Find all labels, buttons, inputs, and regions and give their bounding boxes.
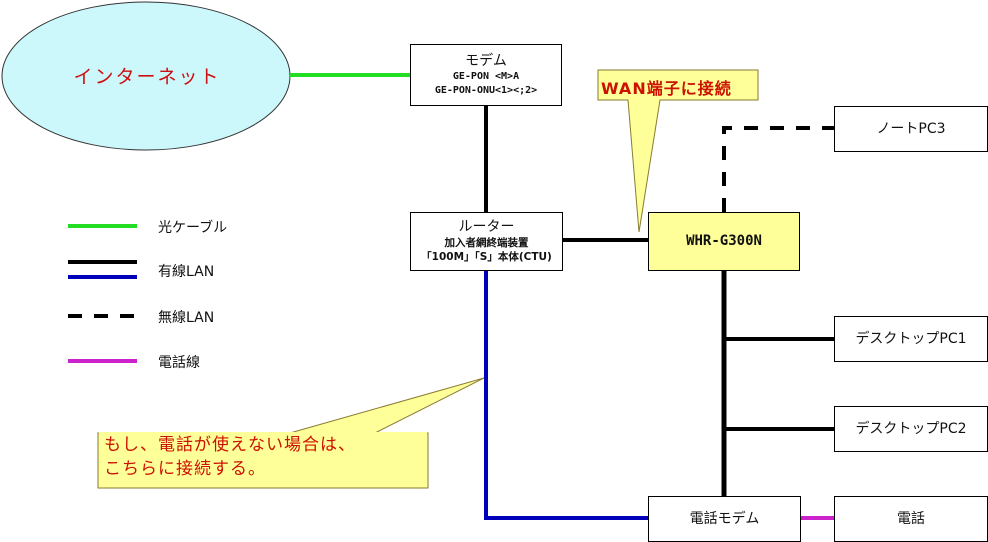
notebook-pc3-label: ノートPC3 [876,120,946,137]
router-desc-line2: 「100M」「S」本体(CTU) [421,251,552,263]
phone-label: 電話 [897,510,925,527]
wan-callout-shape [597,69,759,233]
wifi-router-label: WHR-G300N [686,233,762,249]
legend-label-fiber: 光ケーブル [158,220,228,236]
legend-label-wireless-lan: 無線LAN [158,310,215,326]
router-desc-line1: 加入者網終端装置 [444,237,529,249]
desktop-pc2-label: デスクトップPC2 [855,420,967,437]
note-callout-line2: こちらに接続する。 [104,459,266,479]
phone-modem-label: 電話モデム [689,510,760,527]
modem-model-line2: GE-PON-ONU<1><;2> [434,84,538,96]
router-title: ルーター [458,219,515,235]
wan-callout-text: WAN端子に接続 [601,79,732,98]
modem-box: モデム GE-PON <M>A GE-PON-ONU<1><;2> [410,44,562,106]
desktop-pc2-box: デスクトップPC2 [834,406,988,452]
wifi-router-box: WHR-G300N [648,212,800,271]
legend-label-phone-line: 電話線 [158,355,200,371]
desktop-pc1-label: デスクトップPC1 [855,330,967,347]
notebook-pc3-box: ノートPC3 [834,106,988,152]
phone-modem-box: 電話モデム [648,496,801,542]
lan-line-router-phone-modem [484,270,648,520]
modem-model-line1: GE-PON <M>A [452,70,520,82]
router-box: ルーター 加入者網終端装置 「100M」「S」本体(CTU) [410,212,563,271]
desktop-pc1-box: デスクトップPC1 [834,316,988,362]
note-callout-line1: もし、電話が使えない場合は、 [104,435,356,455]
legend-label-wired-lan: 有線LAN [158,264,215,280]
note-callout-text: もし、電話が使えない場合は、 こちらに接続する。 [104,433,356,481]
internet-label: インターネット [73,66,221,88]
phone-box: 電話 [834,496,988,542]
wireless-line-pc3 [722,126,834,212]
modem-title: モデム [465,52,507,69]
